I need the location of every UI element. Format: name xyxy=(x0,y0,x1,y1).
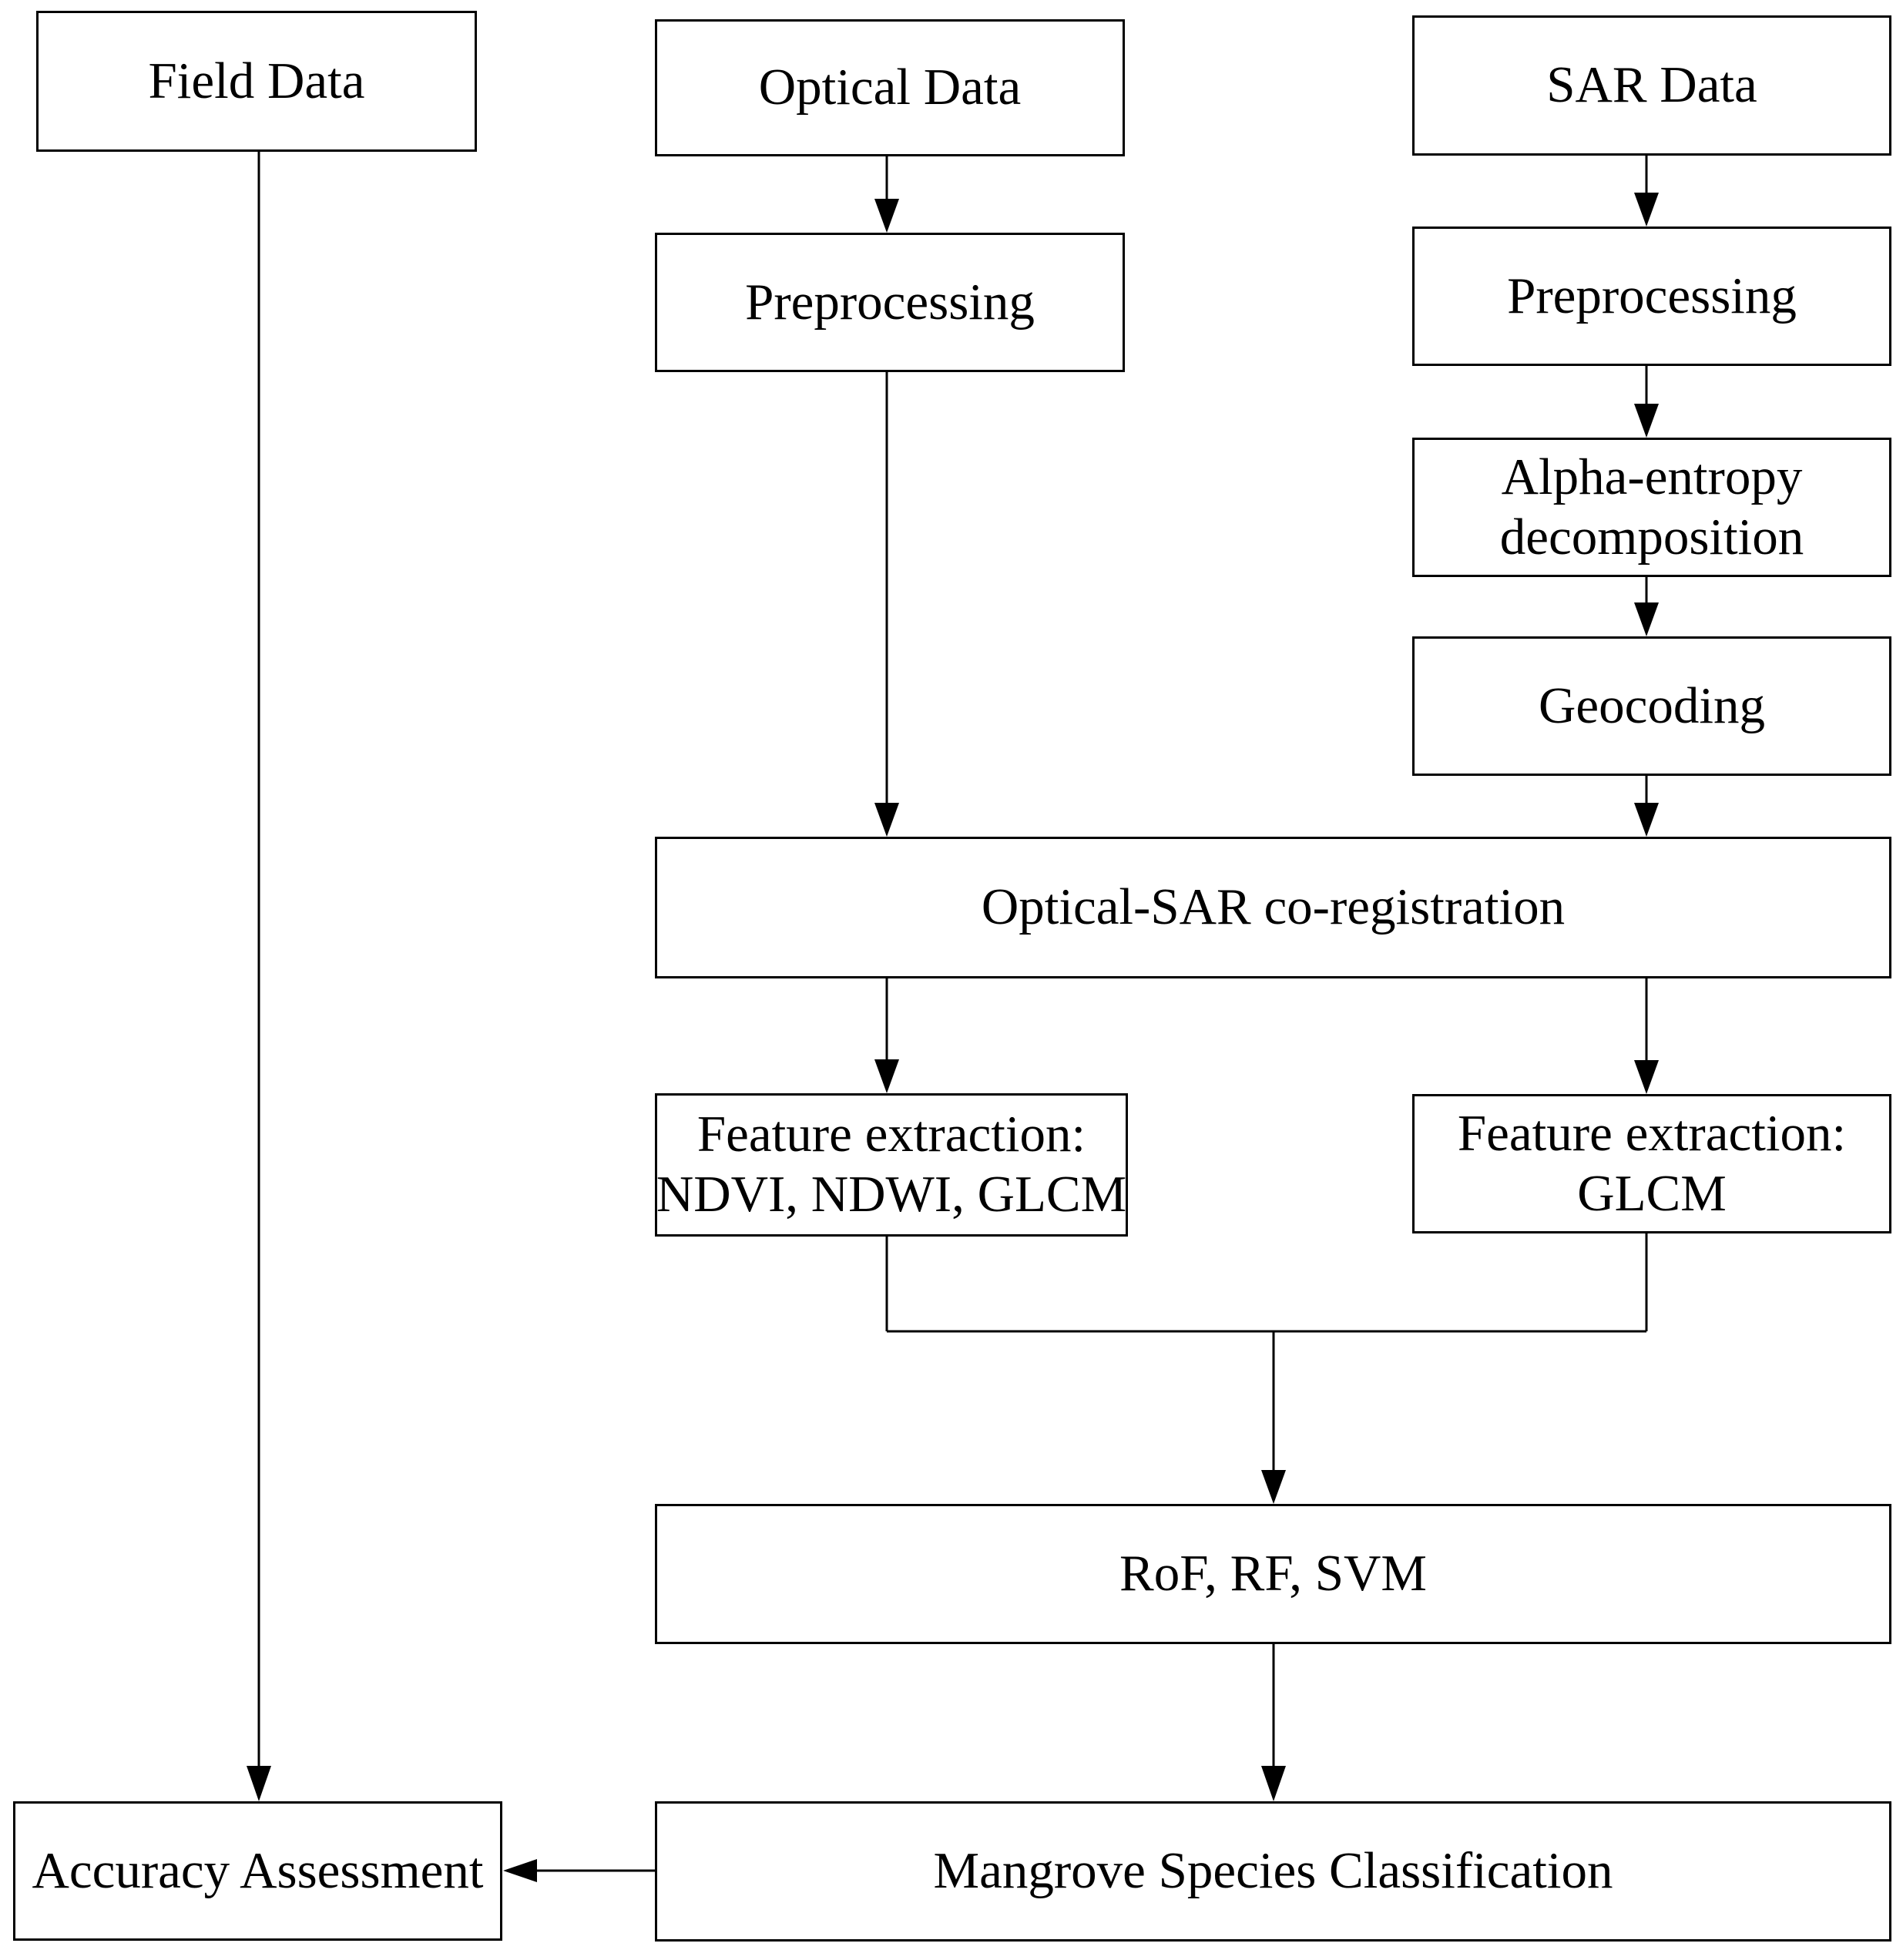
node-classifiers-rof-rf-svm: RoF, RF, SVM xyxy=(655,1504,1891,1644)
arrowhead-field-to-accuracy xyxy=(247,1766,271,1801)
node-field-data-label: Field Data xyxy=(148,52,365,109)
arrowhead-sar-to-preprocessing xyxy=(1634,193,1659,227)
arrowhead-classifiers-to-species xyxy=(1261,1766,1286,1801)
node-preprocessing-optical-label: Preprocessing xyxy=(745,273,1035,331)
arrowhead-preprocessing-sar-to-alpha xyxy=(1634,404,1659,438)
node-classifiers-label: RoF, RF, SVM xyxy=(1119,1545,1427,1603)
node-alpha-entropy-line1: Alpha-entropy xyxy=(1501,448,1803,505)
node-geocoding: Geocoding xyxy=(1412,636,1891,776)
node-accuracy-assessment: Accuracy Assessment xyxy=(13,1801,502,1941)
arrowhead-optical-to-preprocessing xyxy=(874,199,899,233)
node-feature-extraction-optical-line2: NDVI, NDWI, GLCM xyxy=(656,1166,1127,1223)
node-mangrove-species-classification-label: Mangrove Species Classification xyxy=(933,1842,1613,1900)
arrowhead-geocoding-to-coregistration xyxy=(1634,803,1659,837)
arrowhead-coregistration-to-feature-optical xyxy=(874,1059,899,1093)
node-alpha-entropy-line2: decomposition xyxy=(1499,508,1804,566)
node-preprocessing-sar-label: Preprocessing xyxy=(1507,267,1797,324)
node-field-data: Field Data xyxy=(36,11,477,152)
node-preprocessing-optical: Preprocessing xyxy=(655,233,1125,372)
node-preprocessing-sar: Preprocessing xyxy=(1412,227,1891,366)
node-accuracy-assessment-label: Accuracy Assessment xyxy=(32,1841,484,1899)
node-optical-sar-coregistration: Optical-SAR co-registration xyxy=(655,837,1891,978)
node-optical-data: Optical Data xyxy=(655,19,1125,156)
node-mangrove-species-classification: Mangrove Species Classification xyxy=(655,1801,1891,1942)
node-optical-sar-coregistration-label: Optical-SAR co-registration xyxy=(981,878,1566,936)
arrowhead-species-to-accuracy xyxy=(503,1859,537,1882)
arrowhead-merge-to-classifiers xyxy=(1261,1470,1286,1504)
node-alpha-entropy-decomposition: Alpha-entropy decomposition xyxy=(1412,438,1891,577)
node-geocoding-label: Geocoding xyxy=(1539,676,1765,734)
node-sar-data: SAR Data xyxy=(1412,15,1891,156)
node-feature-extraction-sar-line2: GLCM xyxy=(1577,1164,1727,1222)
node-feature-extraction-sar: Feature extraction: GLCM xyxy=(1412,1094,1891,1233)
arrowhead-coregistration-to-feature-sar xyxy=(1634,1060,1659,1094)
node-feature-extraction-sar-line1: Feature extraction: xyxy=(1457,1104,1847,1162)
node-sar-data-label: SAR Data xyxy=(1546,56,1757,114)
node-optical-data-label: Optical Data xyxy=(758,59,1022,116)
arrowhead-preprocessing-optical-to-coregistration xyxy=(874,803,899,837)
node-feature-extraction-optical: Feature extraction: NDVI, NDWI, GLCM xyxy=(655,1093,1128,1237)
node-feature-extraction-optical-line1: Feature extraction: xyxy=(696,1106,1086,1163)
arrowhead-alpha-to-geocoding xyxy=(1634,602,1659,636)
